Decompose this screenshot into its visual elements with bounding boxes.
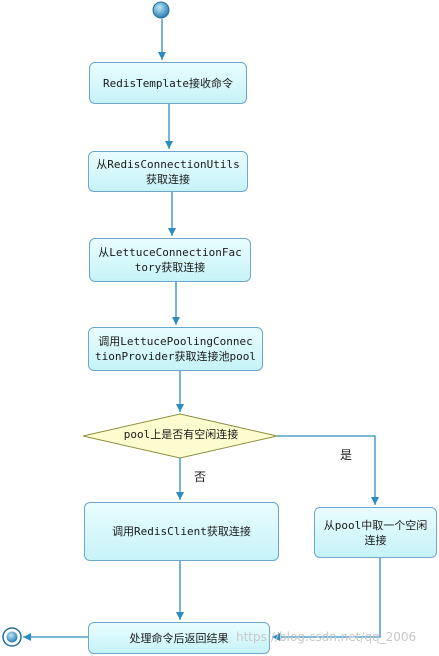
- start-node: [152, 1, 170, 19]
- label-yes: 是: [340, 448, 353, 462]
- node-label: 处理命令后返回结果: [129, 631, 229, 645]
- node-label: RedisTemplate接收命令: [102, 76, 234, 90]
- node-redistemplate-receive: RedisTemplate接收命令: [89, 62, 247, 104]
- label-no: 否: [194, 470, 207, 484]
- node-label: 从RedisConnectionUtils获取连接: [96, 157, 240, 186]
- node-connectionprovider: 调用LettucePoolingConnectionProvider获取连接池p…: [88, 327, 263, 371]
- node-label: 从pool中取一个空闲连接: [323, 518, 428, 547]
- node-label: 调用LettucePoolingConnectionProvider获取连接池p…: [95, 335, 256, 363]
- end-node: [2, 627, 22, 647]
- decision-label: pool上是否有空闲连接: [123, 428, 239, 441]
- node-label: 调用RedisClient获取连接: [112, 525, 251, 538]
- edge-frompool-process: [272, 558, 381, 641]
- node-label: 从LettuceConnectionFactory获取连接: [98, 246, 242, 274]
- node-redisclient: 调用RedisClient获取连接: [84, 502, 279, 561]
- node-process-result: 处理命令后返回结果: [88, 622, 270, 654]
- node-connectionutils: 从RedisConnectionUtils获取连接: [88, 151, 248, 192]
- node-connectionfactory: 从LettuceConnectionFactory获取连接: [89, 238, 251, 282]
- node-from-pool: 从pool中取一个空闲连接: [314, 507, 437, 558]
- edge-decision-frompool: [277, 435, 379, 505]
- watermark: https://blog.csdn.net/qq_2006: [236, 630, 417, 644]
